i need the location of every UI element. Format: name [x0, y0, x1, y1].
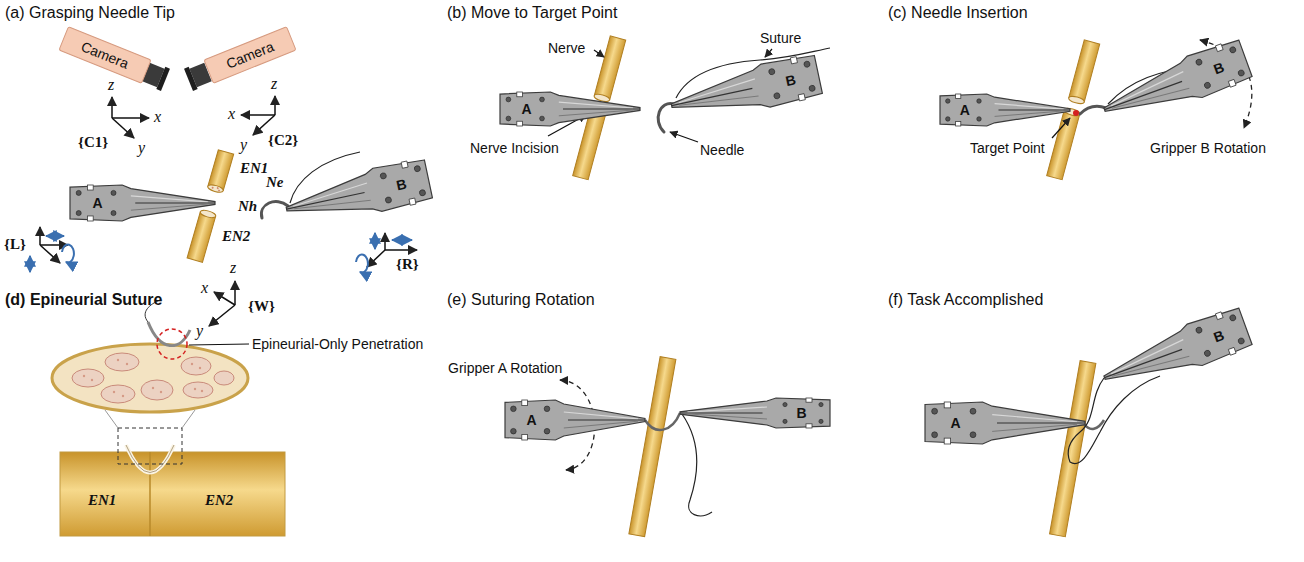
frame-label: {L} — [4, 236, 26, 252]
needle — [645, 413, 680, 430]
nerve-segment — [1068, 40, 1100, 105]
gripper-shape — [680, 398, 830, 428]
gripper-letter: A — [950, 415, 960, 431]
axis-label: z — [108, 77, 114, 93]
callout-label: Suture — [760, 30, 801, 46]
gripper-letter: A — [527, 412, 537, 428]
part-label: EN1 — [240, 160, 268, 176]
frame-label: {W} — [248, 298, 275, 314]
axis-label: x — [228, 106, 235, 122]
highlight-circle — [157, 329, 187, 359]
frame-label: {C1} — [78, 134, 108, 150]
nerve-segment — [207, 150, 234, 194]
gripper-letter: A — [93, 195, 103, 211]
part-label: Ne — [266, 174, 284, 190]
gripper-shape — [505, 400, 645, 440]
axis-label: z — [271, 76, 277, 92]
gripper-shape — [500, 92, 640, 126]
callout-label: Epineurial-Only Penetration — [252, 336, 423, 352]
part-label: EN2 — [222, 228, 250, 244]
gripper-shape — [1097, 306, 1253, 399]
nerve — [1050, 361, 1096, 537]
nerve-segment — [1047, 107, 1081, 180]
needle — [261, 202, 288, 218]
coordinate-frame — [241, 96, 275, 135]
zoom-line — [105, 410, 118, 428]
zoom-box — [118, 428, 182, 464]
nerve-cross-section — [52, 344, 248, 412]
nerve — [629, 357, 676, 537]
camera-body: Camera — [58, 26, 151, 84]
motion-arrow — [30, 236, 74, 272]
callout-label: Nerve — [548, 40, 585, 56]
needle — [1080, 106, 1106, 114]
gripper: B — [1097, 306, 1253, 399]
callout-label: Nerve Incision — [470, 140, 559, 156]
gripper: B — [282, 157, 433, 230]
zoom-line — [182, 410, 195, 428]
panel-title: (c) Needle Insertion — [888, 3, 1028, 23]
axis-label: y — [196, 323, 203, 339]
panel-title: (d) Epineurial Suture — [5, 290, 162, 310]
gripper: A — [500, 92, 640, 126]
gripper: B — [667, 53, 823, 127]
gripper-letter: A — [522, 101, 532, 117]
gripper-letter: A — [960, 102, 970, 118]
panel-title: (a) Grasping Needle Tip — [5, 3, 175, 23]
callout-label: Gripper B Rotation — [1150, 140, 1266, 156]
leader-line — [189, 344, 249, 345]
gripper: A — [940, 94, 1070, 126]
panel-title: (f) Task Accomplished — [888, 290, 1043, 310]
nerve-junction — [149, 452, 151, 536]
gripper-shape — [940, 94, 1070, 126]
camera-body: Camera — [203, 26, 296, 84]
frame-label: {C2} — [268, 132, 298, 148]
gripper-shape — [925, 402, 1085, 444]
gripper: B — [680, 398, 830, 428]
panel-title: (b) Move to Target Point — [447, 3, 617, 23]
callout-label: Gripper A Rotation — [448, 360, 562, 376]
target-dot — [1073, 110, 1079, 116]
coordinate-frame — [209, 281, 235, 326]
panel-title: (e) Suturing Rotation — [447, 290, 595, 310]
callout-label: Needle — [700, 142, 744, 158]
nerve-segment — [593, 36, 625, 103]
coordinate-frame — [112, 97, 149, 138]
gripper: B — [1097, 38, 1253, 131]
gripper-shape — [1097, 38, 1253, 131]
gripper-letter: B — [797, 405, 807, 421]
axis-label: x — [201, 280, 208, 296]
callout-label: Target Point — [970, 140, 1045, 156]
gripper-shape — [282, 157, 433, 230]
part-label: EN2 — [205, 492, 233, 508]
nerve-longitudinal — [60, 452, 285, 536]
axis-label: y — [138, 140, 145, 156]
gripper-shape — [70, 185, 215, 221]
gripper: A — [505, 400, 645, 440]
needle — [148, 322, 190, 346]
leader-line — [1052, 118, 1070, 138]
part-label: EN1 — [88, 492, 116, 508]
coordinate-frame — [40, 227, 68, 263]
suture-thread — [1068, 376, 1160, 464]
gripper: A — [70, 185, 215, 221]
suture-thread — [682, 414, 712, 516]
nerve-segment — [187, 209, 216, 262]
suture-path — [126, 445, 174, 473]
part-label: Nh — [238, 198, 257, 214]
suture-path — [126, 445, 174, 473]
frame-label: {R} — [396, 256, 419, 272]
axis-label: y — [240, 137, 247, 153]
gripper-shape — [667, 53, 823, 127]
gripper: A — [925, 402, 1085, 444]
axis-label: z — [230, 260, 236, 276]
axis-label: x — [154, 109, 161, 125]
